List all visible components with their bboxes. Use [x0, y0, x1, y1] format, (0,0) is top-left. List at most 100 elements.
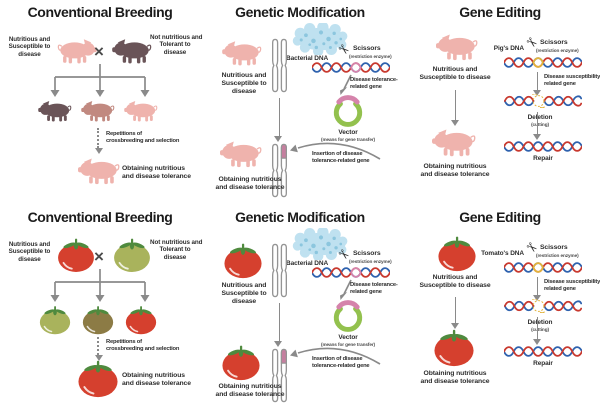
pig-icon	[57, 38, 97, 64]
repetitions-label: Repetitions of crossbreeding and selecti…	[106, 131, 180, 144]
pig-icon	[38, 100, 72, 122]
parent-left-label: Nutritious and Susceptible to disease	[8, 36, 51, 58]
pig-icon	[220, 140, 262, 168]
pig-icon	[432, 128, 476, 157]
vector-label: Vector	[338, 334, 358, 341]
vector-label: Vector	[338, 129, 358, 136]
vector-sub-label: (means for gene transfer)	[320, 137, 376, 142]
dna-gap-icon	[504, 299, 582, 313]
branch-arrows	[50, 269, 150, 302]
down-arrow	[450, 90, 459, 126]
panel-title: Conventional Breeding	[27, 209, 173, 225]
scissors-label: Scissors	[540, 244, 568, 251]
tomato-icon	[81, 304, 115, 335]
tomato-icon	[112, 236, 152, 273]
outcome-label: Obtaining nutritious and disease toleran…	[215, 383, 285, 399]
panel-ge-pig: Gene Editing Pig's DNA ✂ Scissors (restr…	[400, 0, 600, 205]
panel-conventional-pig: Conventional Breeding Nutritious and Sus…	[0, 0, 203, 205]
gene-label: Disease susceptibility- related gene	[544, 74, 600, 87]
parent-right-label: Not nutritious and Tolerant to disease	[150, 239, 203, 261]
scissors-sub-label: (restriction enzyme)	[349, 259, 392, 264]
chromosome-pair-icon	[270, 38, 289, 93]
cross-symbol: ×	[94, 247, 104, 266]
repetitions-label: Repetitions of crossbreeding and selecti…	[106, 339, 180, 352]
tomato-icon	[124, 304, 158, 335]
scissors-label: Scissors	[353, 45, 381, 52]
plasmid-vector-icon	[330, 298, 366, 334]
parent-right-label: Not nutritious and Tolerant to disease	[150, 34, 203, 56]
vector-sub-label: (means for gene transfer)	[320, 342, 376, 347]
dna-helix-icon	[504, 56, 582, 69]
gene-label: Disease tolerance- related gene	[350, 77, 398, 90]
bacterial-dna-label: Bacterial DNA	[286, 55, 329, 62]
outcome-label: Obtaining nutritious and disease toleran…	[215, 176, 285, 192]
repair-label: Repair	[533, 155, 553, 162]
panel-ge-tomato: Gene Editing Tomato's DNA ✂ Scissors (re…	[400, 205, 600, 410]
scissors-sub-label: (restriction enzyme)	[536, 48, 579, 53]
outcome-label: Obtaining nutritious and disease toleran…	[122, 372, 191, 388]
dna-helix-icon	[504, 345, 582, 358]
gene-arrow	[532, 72, 541, 96]
scissors-sub-label: (restriction enzyme)	[349, 54, 392, 59]
panel-conventional-tomato: Conventional Breeding Nutritious and Sus…	[0, 205, 203, 410]
panel-title: Gene Editing	[459, 4, 541, 20]
panel-title: Genetic Modification	[235, 209, 365, 225]
gene-label: Disease susceptibility- related gene	[544, 279, 600, 292]
tomato-icon	[432, 327, 476, 367]
repair-label: Repair	[533, 360, 553, 367]
curved-insertion-arrow	[290, 347, 381, 365]
panel-title: Gene Editing	[459, 209, 541, 225]
bacterial-dna-label: Bacterial DNA	[286, 260, 329, 267]
pig-icon	[222, 40, 262, 66]
cross-symbol: ×	[94, 42, 104, 61]
scissors-label: Scissors	[353, 250, 381, 257]
panel-gm-pig: Genetic Modification Bacterial DNA ✂ Sci…	[200, 0, 400, 205]
insertion-label: Insertion of disease tolerance-related g…	[312, 356, 370, 369]
deletion-label: Deletion	[527, 319, 553, 326]
insertion-label: Insertion of disease tolerance-related g…	[312, 151, 370, 164]
pig-icon	[112, 38, 152, 64]
subject-label: Nutritious and Susceptible to disease	[221, 72, 267, 96]
panel-title: Genetic Modification	[235, 4, 365, 20]
gene-label: Disease tolerance- related gene	[350, 282, 398, 295]
outcome-label: Obtaining nutritious and disease toleran…	[420, 163, 490, 179]
down-arrow	[274, 303, 283, 347]
gene-arrow	[340, 279, 352, 300]
tomato-icon	[220, 343, 262, 381]
gene-arrow	[340, 74, 352, 95]
outcome-label: Obtaining nutritious and disease toleran…	[420, 370, 490, 386]
dna-helix-icon	[504, 140, 582, 153]
dna-gap-icon	[504, 94, 582, 108]
dna-owner-label: Tomato's DNA	[481, 250, 524, 257]
dotted-arrow	[94, 128, 103, 154]
scissors-sub-label: (restriction enzyme)	[536, 253, 579, 258]
tomato-icon	[38, 304, 72, 335]
dna-owner-label: Pig's DNA	[493, 45, 524, 52]
down-arrow	[450, 297, 459, 329]
parent-left-label: Nutritious and Susceptible to disease	[8, 241, 51, 263]
deletion-sub-label: (cutting)	[531, 122, 549, 127]
tomato-icon	[76, 358, 120, 398]
plasmid-vector-icon	[330, 93, 366, 129]
pig-icon	[81, 100, 115, 122]
subject-label: Nutritious and Susceptible to disease	[419, 66, 491, 82]
pig-icon	[124, 100, 158, 122]
gene-arrow	[532, 277, 541, 301]
pig-icon	[78, 157, 120, 185]
deletion-arrow	[532, 317, 541, 345]
tomato-icon	[222, 241, 264, 279]
subject-label: Nutritious and Susceptible to disease	[221, 282, 267, 306]
curved-insertion-arrow	[290, 142, 381, 160]
dotted-arrow	[94, 337, 103, 361]
panel-title: Conventional Breeding	[27, 4, 173, 20]
subject-label: Nutritious and Susceptible to disease	[419, 274, 491, 290]
panel-gm-tomato: Genetic Modification Bacterial DNA ✂ Sci…	[200, 205, 400, 410]
dna-helix-icon	[312, 61, 390, 74]
dna-helix-icon	[504, 261, 582, 274]
deletion-arrow	[532, 112, 541, 140]
tomato-icon	[56, 236, 96, 273]
dna-helix-icon	[312, 266, 390, 279]
deletion-label: Deletion	[527, 114, 553, 121]
down-arrow	[274, 98, 283, 142]
